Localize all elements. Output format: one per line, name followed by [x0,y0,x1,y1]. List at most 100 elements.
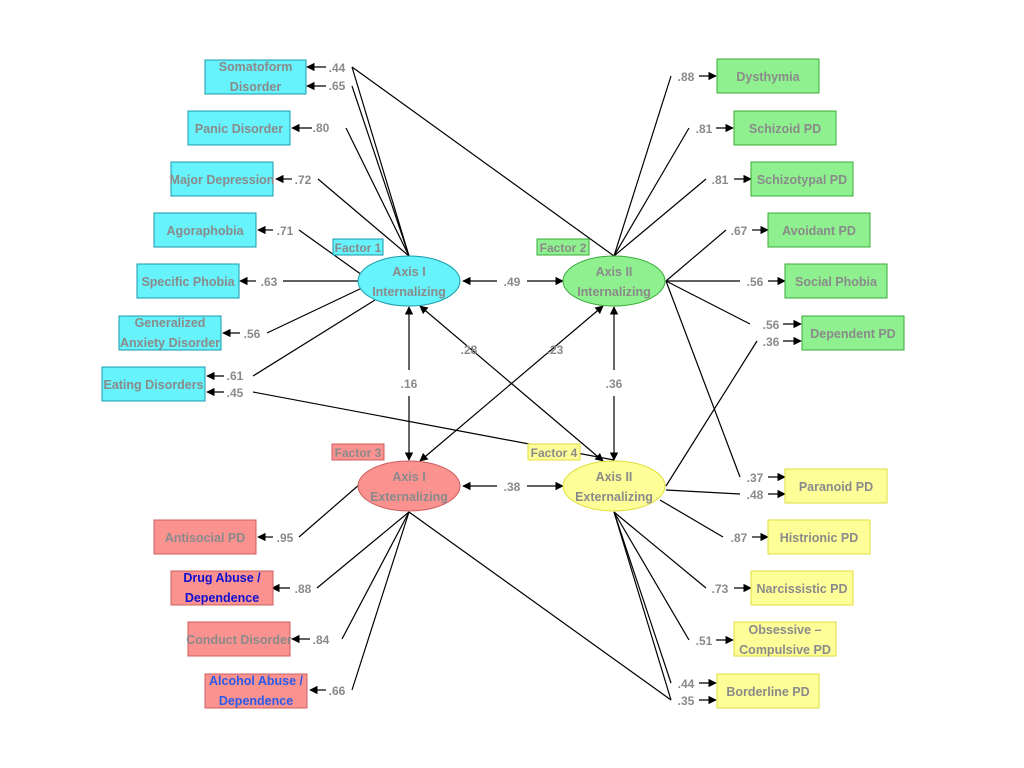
loading-value: .37 [747,471,764,485]
loading-value: .84 [313,633,330,647]
factor-label: Axis I [392,265,425,279]
loading-value: .65 [329,79,346,93]
correlation-value: .36 [606,377,623,391]
indicator-box [153,212,257,248]
loading-value: .36 [763,335,780,349]
indicator-label: Histrionic PD [780,531,859,545]
indicator-label: Dependence [219,694,293,708]
factor-1: Axis I Internalizing Factor 1 [332,238,461,307]
correlation-value: .38 [504,480,521,494]
indicator-box [204,673,308,709]
indicator-label: Eating Disorders [103,378,203,392]
factor-tag [527,443,581,461]
loading-value: .80 [313,121,330,135]
loading-value: .71 [277,224,294,238]
indicator-label: Schizoid PD [749,122,821,136]
indicator-label: Somatoform [219,60,293,74]
loading-value: .72 [295,173,312,187]
indicator-label: Specific Phobia [141,275,235,289]
loading-value: .45 [227,386,244,400]
indicator-label: Dysthymia [736,70,800,84]
factor-label: Externalizing [575,490,653,504]
indicator-label: Dependence [185,591,259,605]
indicator-label: Narcissistic PD [756,582,847,596]
loading-value: .95 [277,531,294,545]
indicator-box [101,366,206,402]
factor-tag [536,238,590,256]
factor-label: Internalizing [372,285,446,299]
correlation-value: .28 [461,343,478,357]
factor-3: Axis I Externalizing Factor 3 [331,443,461,512]
indicator-label: Generalized [135,316,206,330]
indicator-label: Obsessive – [749,623,822,637]
indicator-label: Conduct Disorder [186,633,292,647]
factor-ellipse [562,460,666,512]
indicator-label: Borderline PD [726,685,809,699]
loading-value: .44 [678,677,695,691]
factor-2: Axis II Internalizing Factor 2 [536,238,666,307]
indicator-box [784,263,888,299]
factor-tag [332,238,384,256]
indicator-box [170,570,274,606]
factor-ellipse [562,255,666,307]
indicator-label: Paranoid PD [799,480,873,494]
right-top-indicators: Dysthymia Schizoid PD Schizotypal PD Avo… [716,58,905,351]
loading-value: .35 [678,694,695,708]
indicator-label: Agoraphobia [166,224,244,238]
indicator-box [750,161,854,197]
loading-value: .66 [329,684,346,698]
indicator-label: Schizotypal PD [757,173,847,187]
indicator-box [750,570,854,606]
indicator-box [187,621,291,657]
indicator-label: Antisocial PD [165,531,246,545]
indicator-label: Major Depression [170,173,275,187]
loading-value: .51 [696,634,713,648]
left-bottom-indicators: Antisocial PD Drug Abuse / Dependence Co… [153,519,308,709]
indicator-label: Anxiety Disorder [120,336,220,350]
indicator-label: Drug Abuse / [183,571,261,585]
correlation-value: .16 [401,377,418,391]
factor-label: Axis II [596,470,633,484]
factor-tag-label: Factor 2 [540,241,587,255]
loading-value: .48 [747,488,764,502]
factor-label: Axis I [392,470,425,484]
indicator-box [170,161,274,197]
indicator-label: Alcohol Abuse / [209,674,304,688]
indicator-box [187,110,291,146]
indicator-box [153,519,257,555]
factor-label: Axis II [596,265,633,279]
indicator-box [716,58,820,94]
loading-value: .88 [295,582,312,596]
loading-value: .73 [712,582,729,596]
loading-value: .61 [227,369,244,383]
indicator-box [118,315,222,351]
correlation-value: .49 [504,275,521,289]
indicator-box [767,519,871,555]
indicator-label: Avoidant PD [782,224,856,238]
loading-value: .81 [712,173,729,187]
factor-4: Axis II Externalizing Factor 4 [527,443,666,512]
indicator-label: Social Phobia [795,275,878,289]
loading-value: .56 [244,327,261,341]
indicator-label: Disorder [230,80,282,94]
left-top-indicators: Somatoform Disorder Panic Disorder Major… [101,59,307,402]
factor-tag-label: Factor 3 [335,446,382,460]
loading-value: .67 [731,224,748,238]
factor-ellipse [357,255,461,307]
indicator-box [767,212,871,248]
loading-value: .63 [261,275,278,289]
indicator-box [136,263,240,299]
indicator-box [716,673,820,709]
loading-coefficients: .44 .65 .80 .72 .71 .63 .56 .61 .45 .88 … [227,61,780,708]
indicator-box [784,468,888,504]
indicator-box [733,110,837,146]
indicator-label: Panic Disorder [195,122,283,136]
edges [206,62,802,705]
correlation-value: .23 [547,343,564,357]
indicator-box [801,315,905,351]
indicator-label: Dependent PD [810,327,895,341]
factor-tag-label: Factor 4 [531,446,578,460]
factor-tag-label: Factor 1 [335,241,382,255]
factor-ellipse [357,460,461,512]
